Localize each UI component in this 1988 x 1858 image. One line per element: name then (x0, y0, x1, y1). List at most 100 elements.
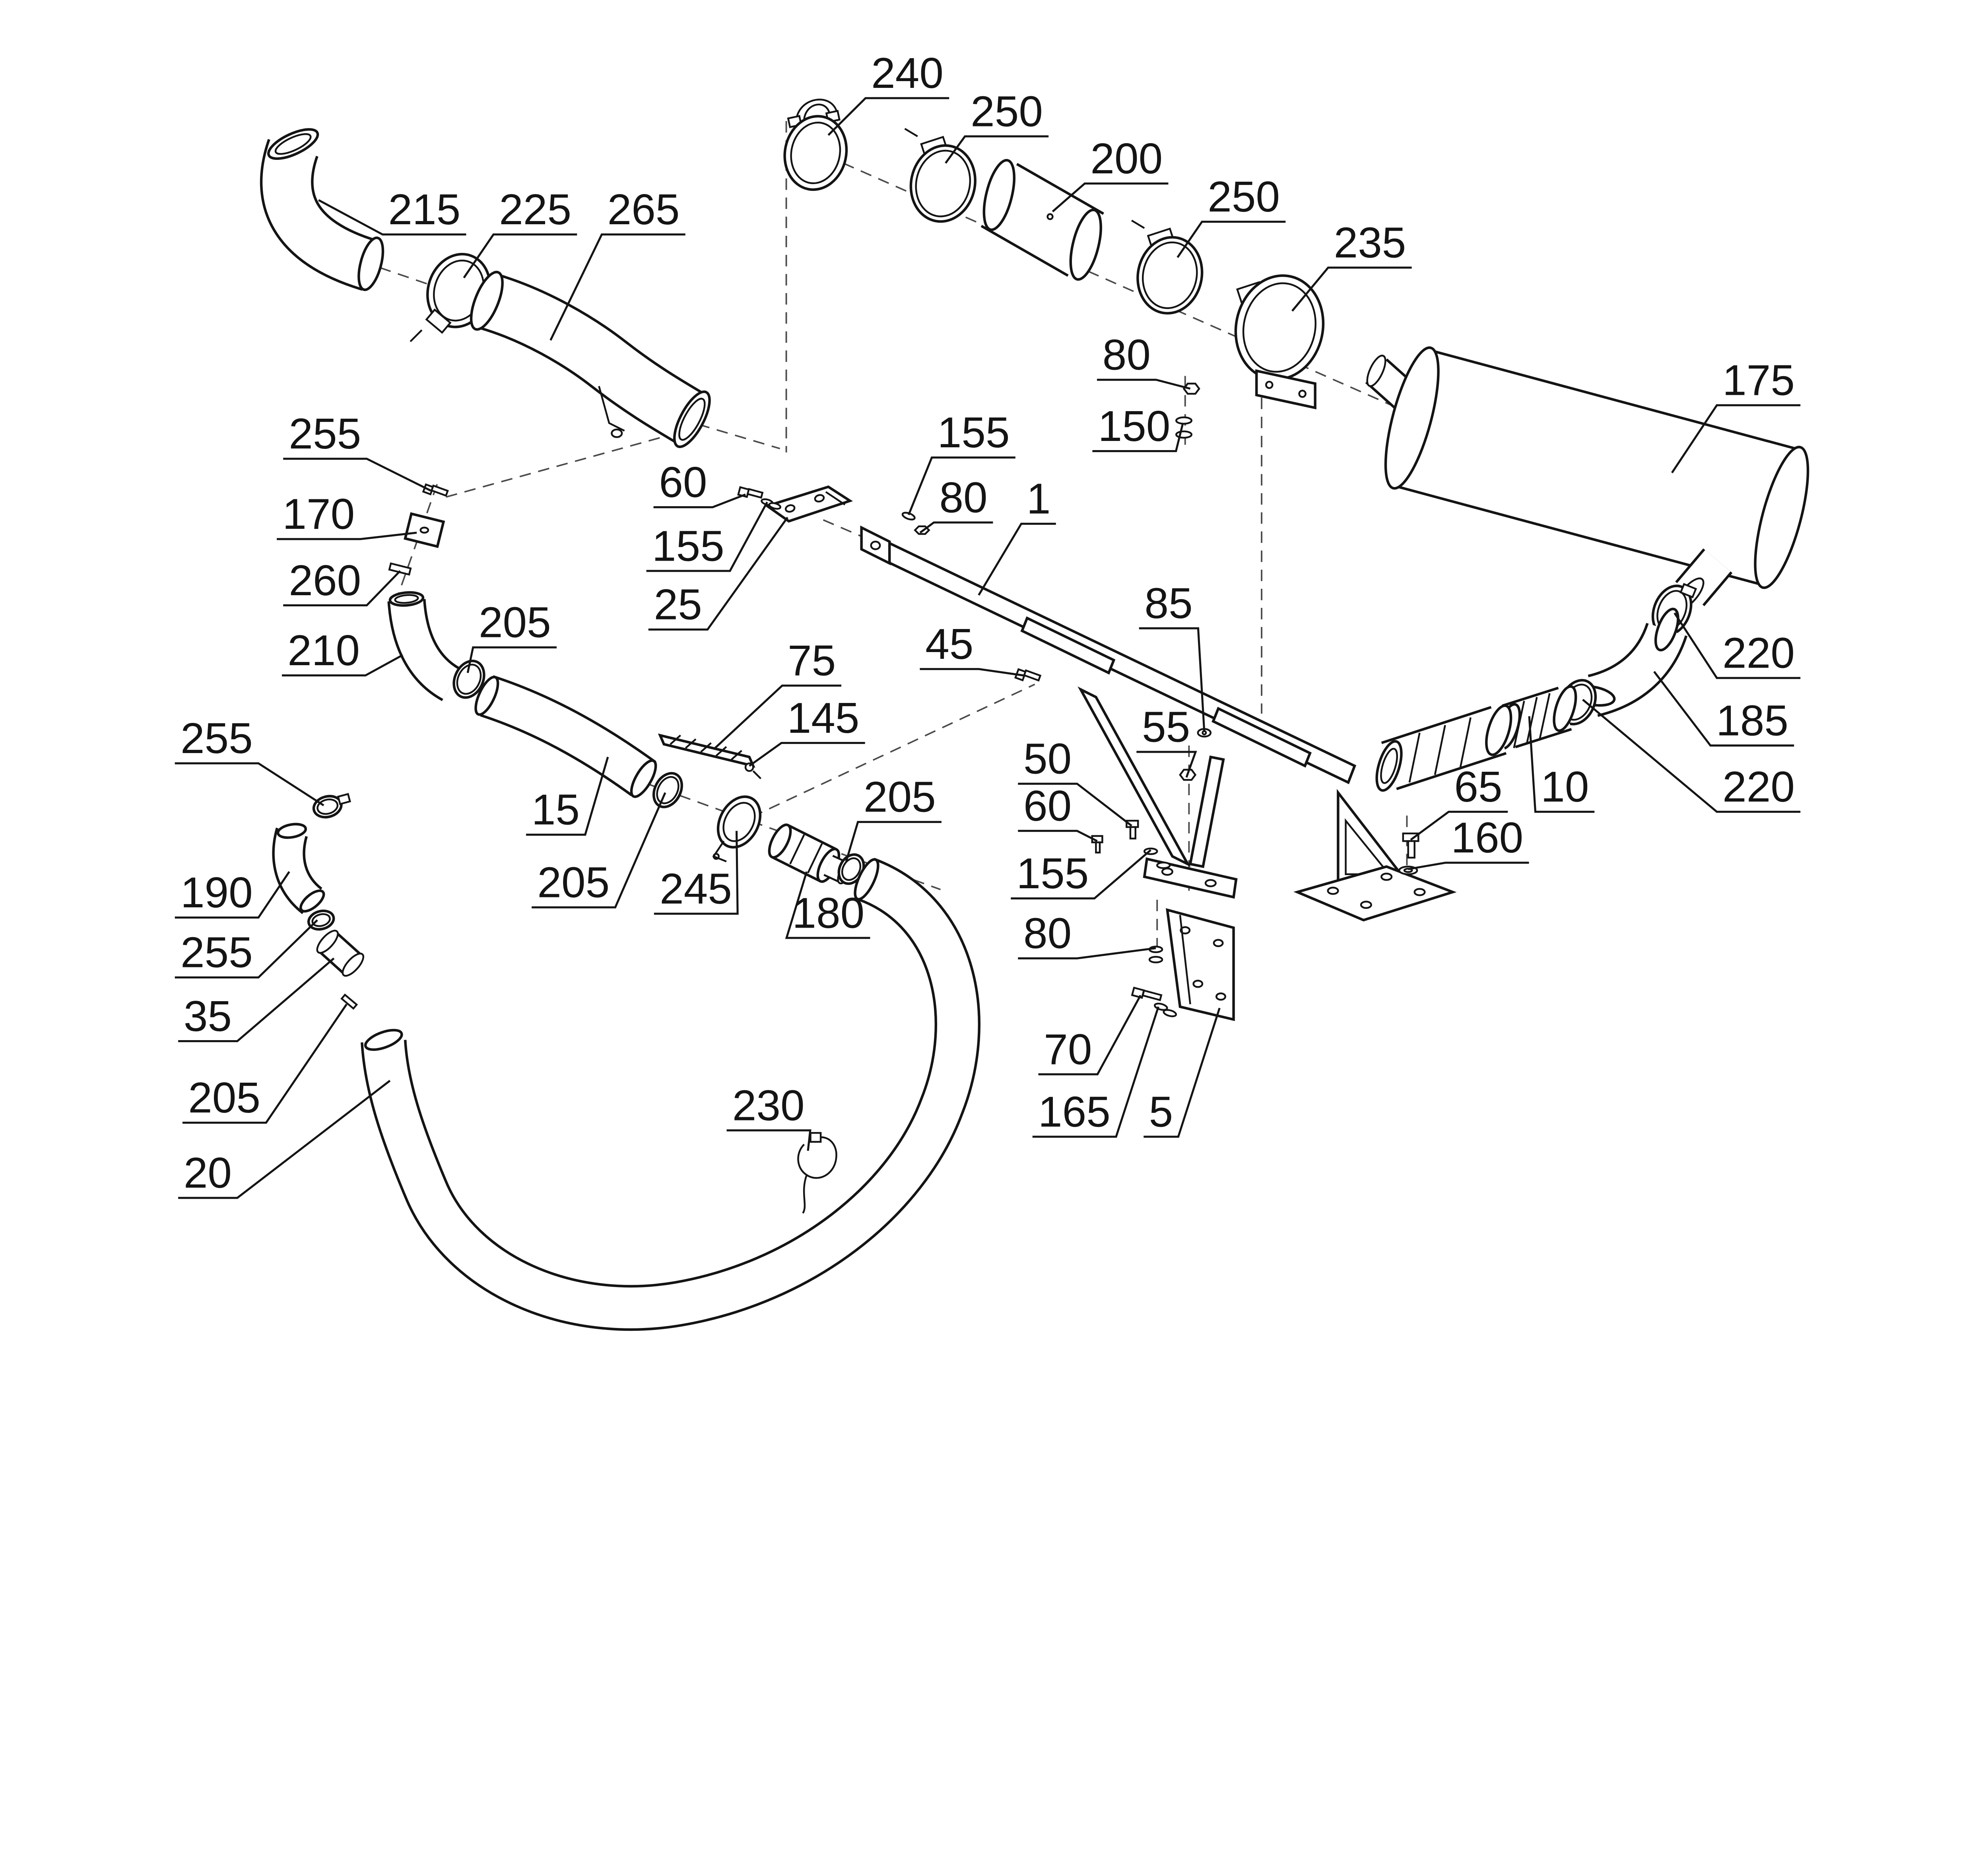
part-label-50: 50 (1018, 735, 1132, 827)
part-label-5: 5 (1143, 1008, 1221, 1138)
part-label-235: 235 (1291, 218, 1412, 312)
part-clamp-205a (452, 660, 485, 699)
part-number: 260 (289, 556, 361, 605)
part-number: 230 (732, 1081, 805, 1130)
part-label-155: 155 (907, 408, 1015, 515)
part-pipe-15 (474, 675, 657, 798)
part-label-20: 20 (178, 1079, 391, 1199)
part-ring-205c (837, 853, 865, 885)
part-number: 80 (939, 473, 987, 522)
part-label-255: 255 (175, 714, 324, 806)
part-label-65: 65 (1410, 763, 1508, 841)
part-label-205: 205 (532, 792, 666, 909)
part-label-155: 155 (646, 501, 768, 572)
part-label-55: 55 (1136, 703, 1197, 778)
part-number: 145 (787, 694, 860, 742)
part-label-85: 85 (1139, 579, 1206, 732)
part-label-170: 170 (277, 490, 417, 540)
part-label-1: 1 (978, 475, 1056, 596)
part-number: 25 (654, 581, 702, 629)
part-number: 255 (181, 714, 253, 763)
part-fasteners-80-150-upper (1175, 382, 1200, 439)
part-label-265: 265 (549, 185, 685, 341)
part-number: 45 (925, 620, 973, 668)
part-label-240: 240 (827, 49, 949, 136)
part-number: 155 (1017, 849, 1089, 898)
part-number: 220 (1722, 629, 1795, 677)
part-number: 70 (1044, 1025, 1092, 1074)
part-label-25: 25 (648, 516, 788, 631)
part-number: 155 (652, 522, 724, 570)
part-label-165: 165 (1032, 1006, 1159, 1138)
part-number: 225 (499, 185, 571, 234)
part-number: 160 (1451, 813, 1523, 862)
part-number: 15 (532, 786, 580, 834)
part-label-70: 70 (1038, 994, 1142, 1076)
part-label-35: 35 (178, 957, 335, 1043)
part-number: 10 (1541, 763, 1589, 811)
part-label-15: 15 (526, 757, 609, 836)
part-label-60: 60 (1018, 782, 1098, 842)
part-number: 205 (479, 598, 551, 647)
part-label-185: 185 (1653, 671, 1794, 747)
part-cable-tie-230 (797, 1132, 837, 1214)
part-label-210: 210 (282, 626, 404, 677)
part-label-205: 205 (182, 1004, 348, 1124)
part-label-190: 190 (175, 868, 290, 919)
part-label-175: 175 (1671, 356, 1801, 474)
part-label-145: 145 (749, 694, 865, 767)
part-number: 255 (289, 410, 361, 458)
part-inlet-pipe-215 (260, 128, 384, 291)
part-flex-tube (1375, 704, 1512, 792)
part-band-clamp-250a (904, 128, 977, 223)
part-label-160: 160 (1408, 813, 1529, 870)
part-number: 250 (1208, 173, 1280, 221)
part-number: 80 (1103, 330, 1151, 379)
part-frame-1 (860, 525, 1457, 922)
part-hose-20 (361, 858, 980, 1331)
part-number: 220 (1722, 763, 1795, 811)
part-number: 245 (660, 864, 732, 913)
part-number: 205 (188, 1074, 260, 1122)
part-intermediate-pipe-265 (470, 271, 711, 448)
part-bracket-25 (737, 485, 930, 535)
part-clamp-245 (712, 795, 762, 862)
part-band-clamp-250b (1131, 219, 1204, 315)
part-label-150: 150 (1092, 402, 1184, 452)
part-mount-clamp-235 (1234, 274, 1325, 410)
part-number: 250 (971, 87, 1043, 136)
part-number: 175 (1722, 356, 1795, 405)
part-elbow-210 (387, 591, 461, 701)
part-label-255: 255 (175, 919, 318, 979)
part-number: 80 (1023, 909, 1072, 958)
part-label-200: 200 (1052, 134, 1169, 212)
part-label-180: 180 (785, 871, 870, 939)
part-number: 85 (1144, 579, 1192, 627)
part-clamp-225 (410, 253, 491, 342)
part-number: 255 (181, 928, 253, 977)
part-number: 210 (287, 626, 360, 675)
part-label-230: 230 (726, 1081, 812, 1151)
part-number: 75 (788, 637, 836, 685)
part-label-205: 205 (845, 773, 942, 862)
part-number: 190 (181, 868, 253, 917)
part-label-220: 220 (1582, 699, 1801, 813)
part-number: 205 (537, 858, 610, 907)
part-number: 155 (938, 408, 1010, 457)
part-number: 215 (388, 185, 460, 234)
part-number: 235 (1334, 218, 1406, 267)
part-number: 205 (864, 773, 936, 821)
part-label-80: 80 (1018, 909, 1156, 959)
part-label-45: 45 (920, 620, 1024, 677)
part-number: 170 (282, 490, 355, 538)
part-connector-pipe-200 (980, 159, 1105, 281)
exploded-view-diagram: 2402502002502351752152252652551702602102… (175, 49, 1809, 1331)
part-number: 200 (1090, 134, 1163, 183)
part-number: 165 (1038, 1087, 1110, 1136)
part-label-75: 75 (713, 637, 842, 750)
part-label-250: 250 (1176, 173, 1286, 258)
part-ubolt-clamp-240 (783, 99, 848, 191)
part-number: 240 (871, 49, 944, 97)
